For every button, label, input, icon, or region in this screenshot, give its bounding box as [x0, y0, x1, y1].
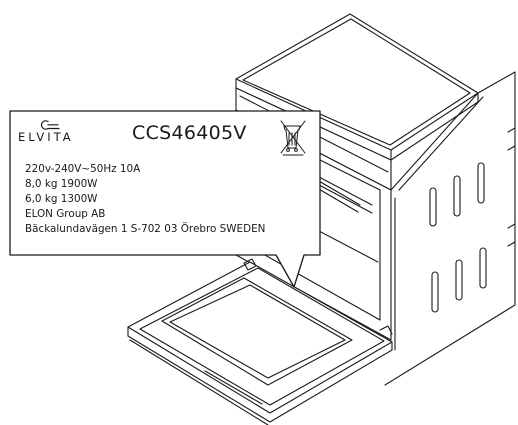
oven-door: [127, 258, 393, 425]
appliance-top: [235, 13, 479, 161]
spec-voltage-line: 220v-240V~50Hz 10A: [25, 163, 141, 175]
spec-load-line: 8,0 kg 1900W: [25, 178, 98, 190]
elvita-logo-icon: [40, 120, 60, 130]
spec-load-line: 6,0 kg 1300W: [25, 193, 98, 205]
appliance-side-panel: [384, 71, 516, 386]
callout-bubble: [9, 110, 321, 288]
model-number: CCS46405V: [132, 122, 247, 144]
side-vents: [429, 127, 516, 313]
manufacturer-address: Bäckalundavägen 1 S-702 03 Örebro SWEDEN: [25, 223, 266, 235]
brand-name: ELVITA: [18, 130, 74, 144]
manufacturer-name: ELON Group AB: [25, 208, 106, 220]
crossed-out-wheelie-bin-icon: [280, 120, 306, 156]
